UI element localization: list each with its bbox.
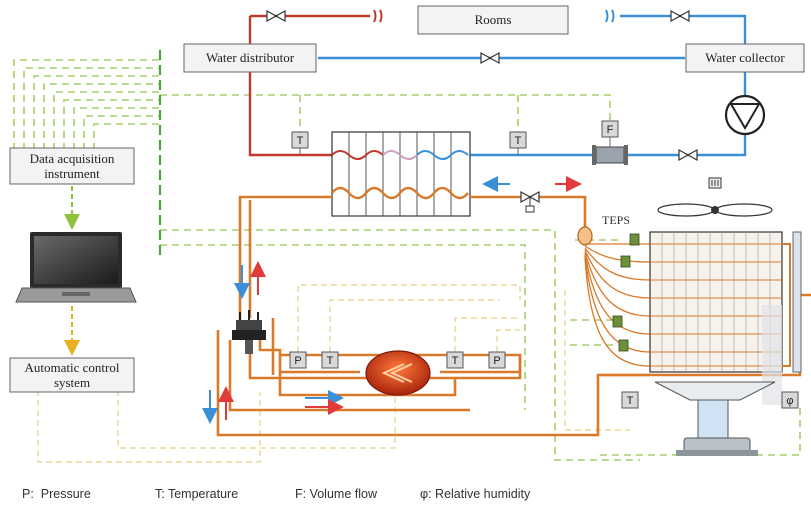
wave-ends: [373, 9, 615, 23]
signal-lines: [13, 59, 801, 461]
sensor-temp4: T: [446, 351, 464, 369]
sensor-temp5: T: [621, 391, 639, 409]
sensor-pressure2: P: [488, 351, 506, 369]
svg-text:P: P: [493, 355, 500, 367]
legend: P: Pressure T: Temperature F: Volume flo…: [22, 487, 531, 501]
laptop-icon: [15, 232, 137, 303]
teps-distributor: [577, 226, 593, 246]
rooms-label: Rooms: [475, 12, 512, 27]
refrigerant-pipes-ebv: [248, 200, 275, 375]
teps-pipes: [584, 243, 651, 367]
automatic-control-box: [9, 357, 135, 393]
data-acquisition-label-2: instrument: [44, 166, 100, 181]
compressor-icon: [365, 350, 431, 396]
svg-text:T: T: [327, 355, 334, 367]
svg-text:T: T: [627, 395, 634, 407]
sensor-humidity: φ: [781, 391, 799, 409]
valve-hot: [266, 9, 286, 23]
svg-text:P: P: [294, 355, 301, 367]
sensor-temp2: T: [509, 131, 527, 155]
automatic-control-label-1: Automatic control: [25, 360, 120, 375]
automatic-control-label-2: system: [54, 375, 90, 390]
teps-sensor-tags: [612, 233, 640, 352]
svg-text:T: T: [452, 355, 459, 367]
water-distributor-label: Water distributor: [206, 50, 295, 65]
pump-icon: [724, 94, 766, 136]
four-way-valve-icon: [232, 310, 266, 354]
svg-text:T: T: [297, 135, 304, 147]
cold-water-pipes: [318, 14, 747, 157]
sensor-temp3: T: [321, 351, 339, 369]
svg-text:T: T: [515, 135, 522, 147]
sensor-flow: F: [601, 120, 619, 138]
sensor-pressure1: P: [289, 351, 307, 369]
legend-pressure: P: Pressure: [22, 487, 91, 501]
svg-text:F: F: [607, 124, 614, 136]
drain-mist: [762, 305, 782, 405]
outdoor-coil: [649, 231, 802, 373]
water-collector-box: [685, 43, 805, 73]
fan-icon: [657, 177, 773, 217]
valve-cold-bottom: [678, 148, 698, 162]
expansion-valve-icon: [520, 190, 540, 213]
svg-text:φ: φ: [786, 395, 793, 407]
valve-cold-top: [670, 9, 690, 23]
teps-label: TEPS: [602, 213, 630, 227]
flow-meter-icon: [592, 136, 628, 165]
signal-light-lines: [37, 284, 630, 463]
legend-flow: F: Volume flow: [295, 487, 378, 501]
water-collector-label: Water collector: [705, 50, 785, 65]
sensor-temp1: T: [291, 131, 309, 155]
valve-mid: [480, 51, 500, 65]
legend-temperature: T: Temperature: [155, 487, 238, 501]
rooms-box: [417, 5, 569, 35]
legend-humidity: φ: Relative humidity: [420, 487, 531, 501]
data-acquisition-label-1: Data acquisition: [30, 151, 115, 166]
plate-heat-exchanger: [331, 131, 471, 217]
water-collection-scale: [654, 381, 776, 456]
data-acquisition-box: [9, 147, 135, 185]
water-distributor-box: [183, 43, 317, 73]
